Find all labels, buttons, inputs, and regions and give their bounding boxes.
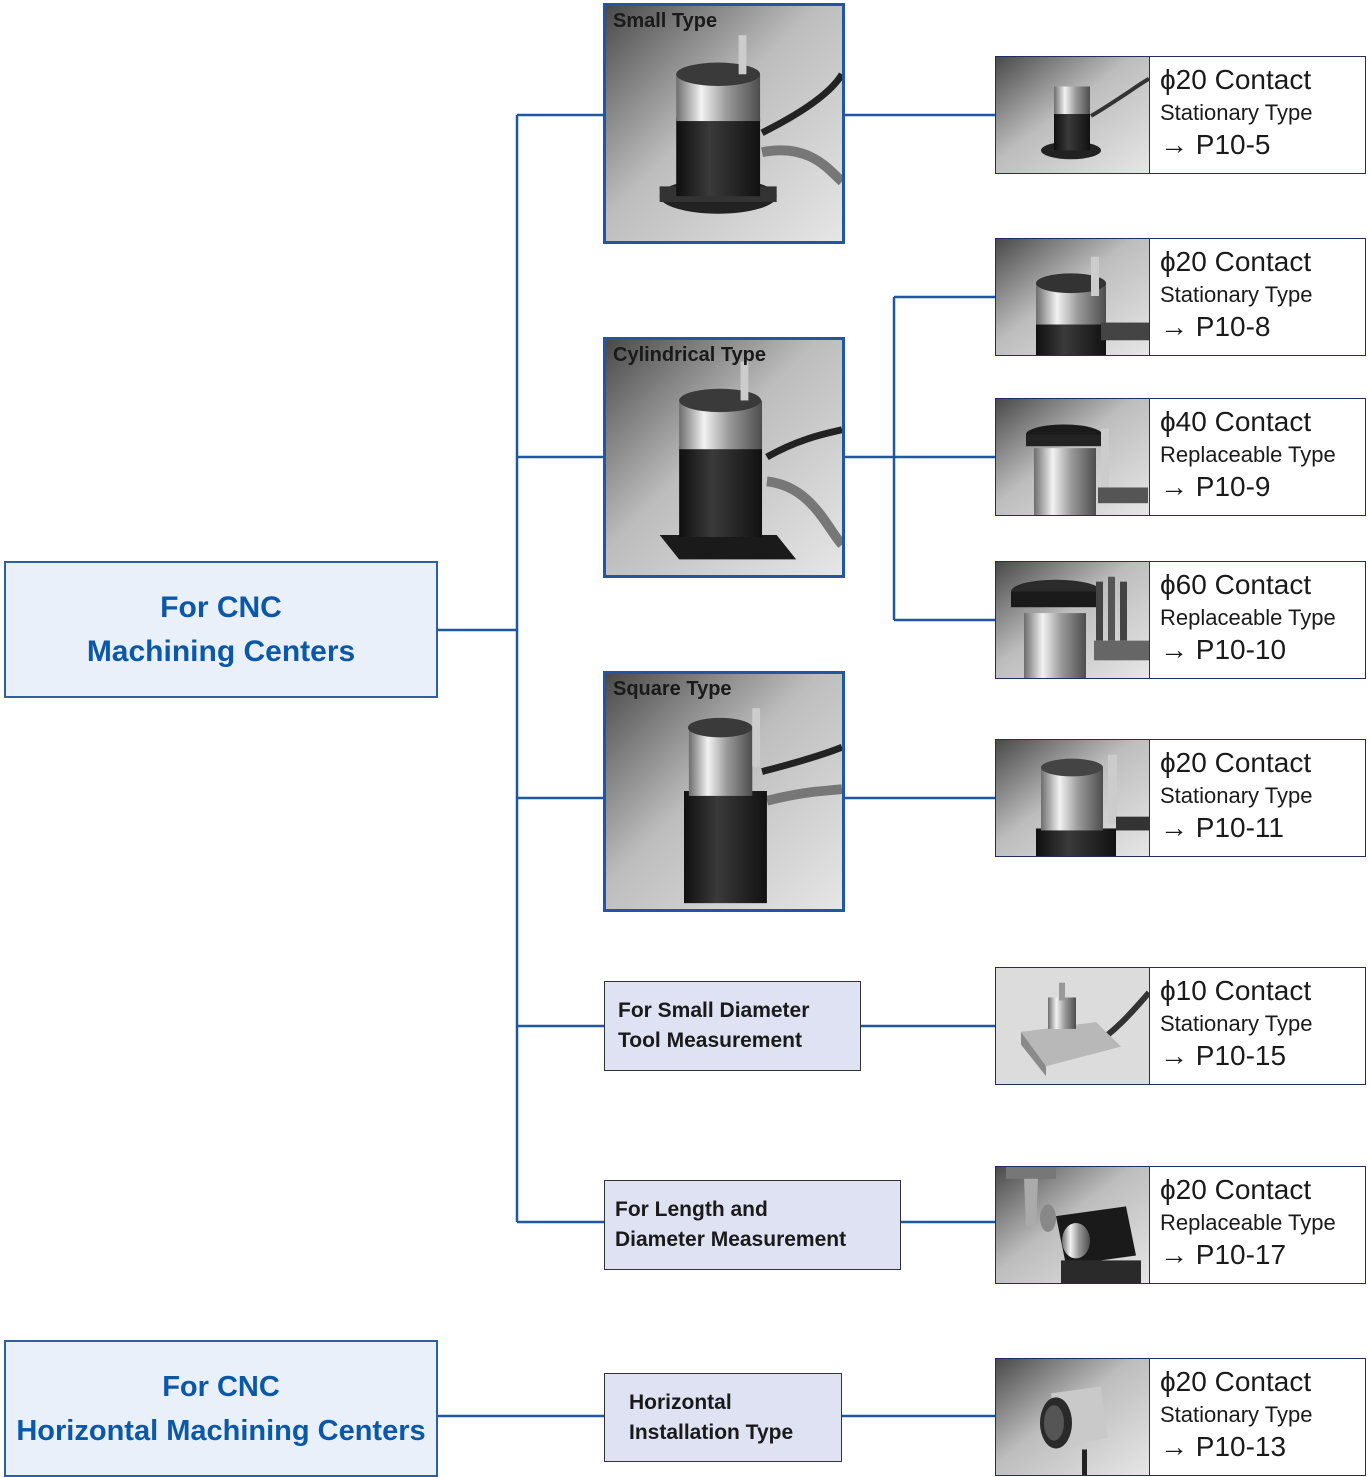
product-contact: ϕ20 Contact	[1160, 1174, 1312, 1205]
product-contact: ϕ20 Contact	[1160, 246, 1312, 277]
root-line2: Horizontal Machining Centers	[16, 1414, 426, 1447]
product-type: Stationary Type	[1160, 100, 1313, 125]
product-contact: ϕ10 Contact	[1160, 975, 1312, 1006]
product-thumbnail	[996, 968, 1150, 1084]
category-small-diameter-tool[interactable]: For Small Diameter Tool Measurement	[604, 981, 861, 1071]
product-contact: ϕ20 Contact	[1160, 747, 1312, 778]
category-line1: For Length and	[615, 1198, 768, 1221]
product-p10-17[interactable]: ϕ20 Contact Replaceable Type → P10-17	[995, 1166, 1366, 1284]
product-thumbnail	[996, 239, 1150, 355]
product-contact: ϕ20 Contact	[1160, 64, 1312, 95]
root-line2: Machining Centers	[86, 634, 356, 668]
product-page-link[interactable]: → P10-5	[1160, 129, 1271, 160]
product-thumbnail	[996, 1359, 1150, 1475]
product-contact: ϕ20 Contact	[1160, 1366, 1312, 1397]
product-type: Stationary Type	[1160, 1011, 1313, 1036]
category-cylindrical-type[interactable]: Cylindrical Type	[603, 337, 845, 578]
product-p10-9[interactable]: ϕ40 Contact Replaceable Type → P10-9	[995, 398, 1366, 516]
product-thumbnail	[996, 399, 1150, 515]
category-label: Square Type	[613, 678, 732, 700]
category-line2: Tool Measurement	[618, 1029, 802, 1052]
product-p10-10[interactable]: ϕ60 Contact Replaceable Type → P10-10	[995, 561, 1366, 679]
product-thumbnail	[996, 562, 1150, 678]
category-square-type[interactable]: Square Type	[603, 671, 845, 912]
product-type: Replaceable Type	[1160, 1210, 1336, 1235]
product-type: Stationary Type	[1160, 1402, 1313, 1427]
cylindrical-type-probe-image	[606, 340, 842, 575]
product-contact: ϕ40 Contact	[1160, 406, 1312, 437]
product-page-link[interactable]: → P10-10	[1160, 634, 1287, 665]
square-type-probe-image	[606, 674, 842, 909]
root-cnc-horizontal-machining-centers: For CNC Horizontal Machining Centers	[4, 1340, 438, 1477]
product-page-link[interactable]: → P10-9	[1160, 471, 1271, 502]
category-small-type[interactable]: Small Type	[603, 3, 845, 244]
product-p10-5[interactable]: ϕ20 Contact Stationary Type → P10-5	[995, 56, 1366, 174]
product-type: Replaceable Type	[1160, 605, 1336, 630]
category-line1: For Small Diameter	[618, 999, 810, 1022]
small-type-probe-image	[606, 6, 842, 241]
root-line1: For CNC	[160, 590, 282, 624]
product-thumbnail	[996, 740, 1150, 856]
product-thumbnail	[996, 1167, 1150, 1283]
product-p10-11[interactable]: ϕ20 Contact Stationary Type → P10-11	[995, 739, 1366, 857]
root-cnc-machining-centers: For CNC Machining Centers	[4, 561, 438, 698]
root-line1: For CNC	[162, 1370, 280, 1403]
product-type: Stationary Type	[1160, 282, 1313, 307]
product-type: Stationary Type	[1160, 783, 1313, 808]
product-page-link[interactable]: → P10-11	[1160, 812, 1284, 843]
product-p10-8[interactable]: ϕ20 Contact Stationary Type → P10-8	[995, 238, 1366, 356]
product-page-link[interactable]: → P10-17	[1160, 1239, 1287, 1270]
category-label: Cylindrical Type	[613, 344, 767, 366]
product-p10-13[interactable]: ϕ20 Contact Stationary Type → P10-13	[995, 1358, 1366, 1476]
product-page-link[interactable]: → P10-15	[1160, 1040, 1287, 1071]
product-page-link[interactable]: → P10-13	[1160, 1431, 1287, 1462]
category-line2: Installation Type	[629, 1420, 794, 1444]
product-contact: ϕ60 Contact	[1160, 569, 1312, 600]
product-p10-15[interactable]: ϕ10 Contact Stationary Type → P10-15	[995, 967, 1366, 1085]
product-thumbnail	[996, 57, 1150, 173]
category-length-diameter[interactable]: For Length and Diameter Measurement	[604, 1180, 901, 1270]
category-label: Small Type	[613, 10, 718, 32]
category-line1: Horizontal	[629, 1390, 732, 1414]
category-horizontal-installation[interactable]: Horizontal Installation Type	[604, 1373, 842, 1462]
product-page-link[interactable]: → P10-8	[1160, 311, 1271, 342]
product-type: Replaceable Type	[1160, 442, 1336, 467]
category-line2: Diameter Measurement	[615, 1228, 847, 1251]
